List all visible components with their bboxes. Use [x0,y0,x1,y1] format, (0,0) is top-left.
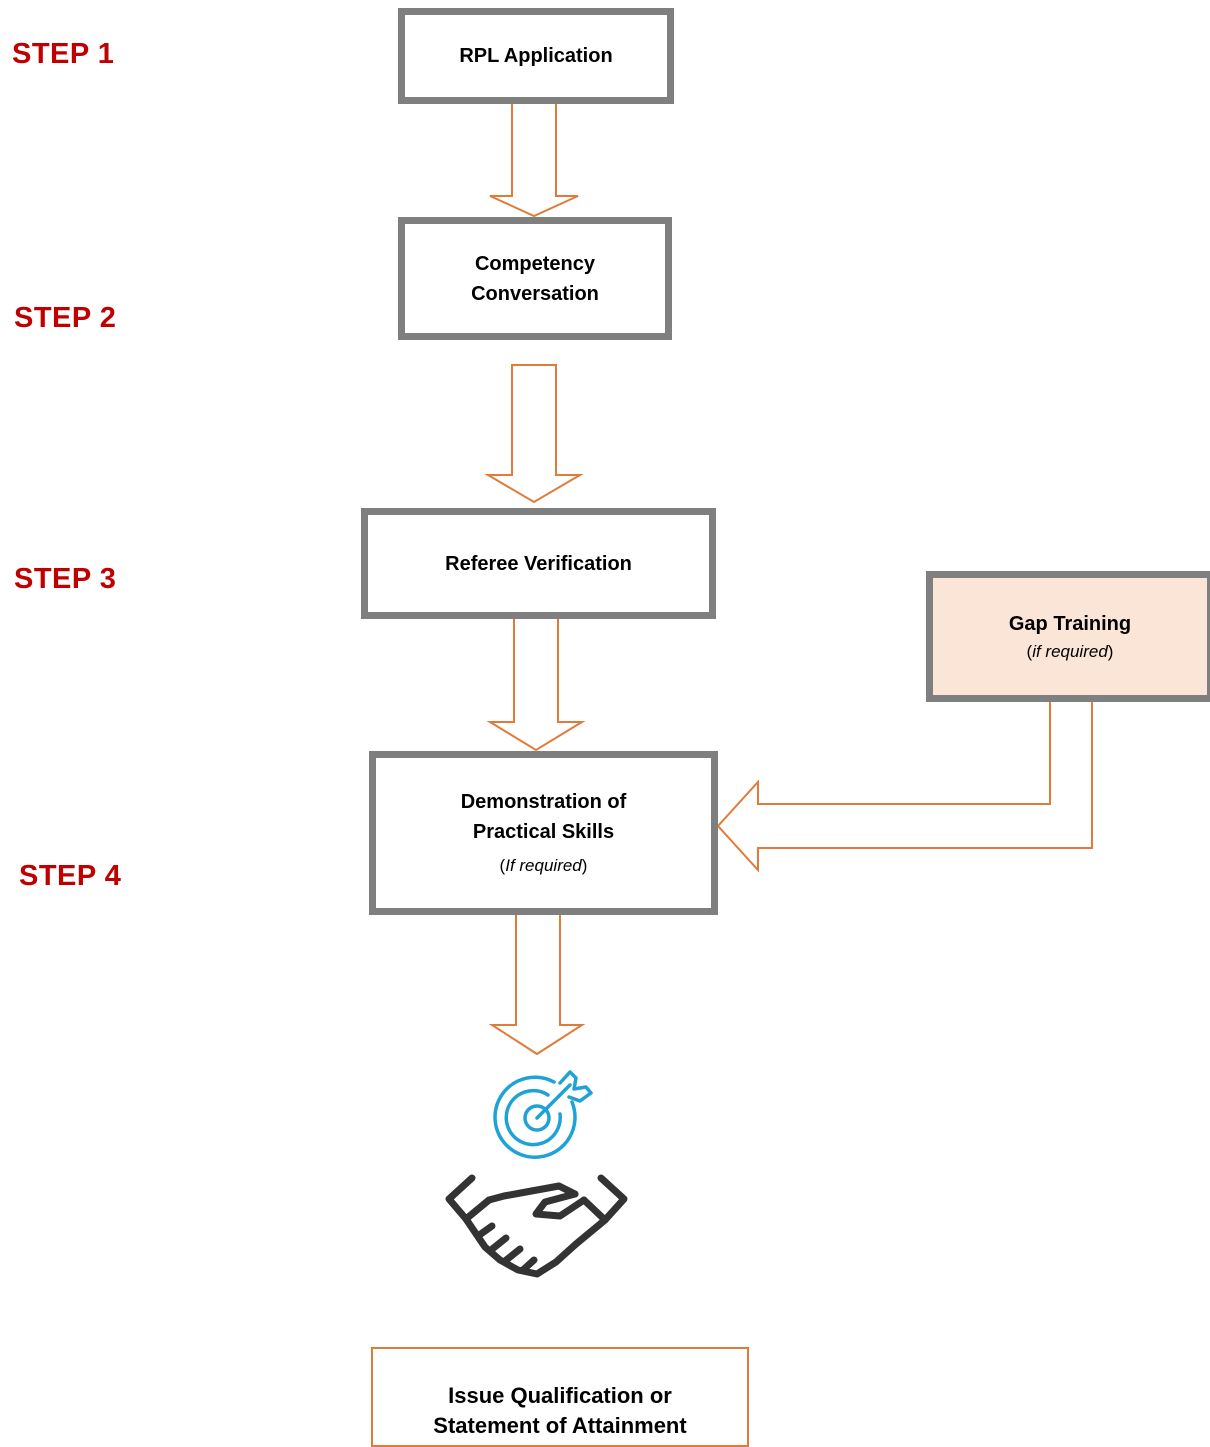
gap-training-note-open: ( [1026,641,1033,661]
target-icon [493,1070,593,1159]
competency-conversation-title-line2: Conversation [471,282,599,305]
step-3-label: STEP 3 [14,563,117,595]
arrow-step1-to-step2 [489,101,579,218]
rpl-application-title: RPL Application [459,45,613,67]
demonstration-note-open: ( [499,856,506,875]
gap-training-note: (if required) [1027,639,1114,665]
step-4-label: STEP 4 [19,860,122,892]
arrow-step2-to-step3 [484,364,584,504]
demonstration-note: (If required) [500,853,588,879]
step-2-label: STEP 2 [14,302,117,334]
gap-training-box: Gap Training (if required) [926,571,1210,702]
demonstration-note-italic: If required [505,856,582,875]
gap-training-note-close: ) [1107,641,1114,661]
rpl-application-box: RPL Application [398,8,674,104]
competency-conversation-title-line1: Competency [474,252,596,275]
arrow-gap-training-to-demonstration [716,700,1093,873]
issue-qualification-box: Issue Qualification or Statement of Atta… [371,1347,749,1447]
step-1-label: STEP 1 [12,38,115,70]
competency-conversation-box: Competency Conversation [398,217,672,340]
issue-qualification-title-line1: Issue Qualification or [448,1383,672,1408]
handshake-icon [445,1174,628,1278]
referee-verification-box: Referee Verification [361,508,716,619]
referee-verification-title: Referee Verification [445,552,632,575]
issue-qualification-title-line2: Statement of Attainment [433,1413,687,1438]
arrow-step3-to-step4 [486,617,586,752]
demonstration-title-line1: Demonstration of [460,791,627,813]
demonstration-title-line2: Practical Skills [472,821,615,843]
gap-training-title: Gap Training [1008,612,1132,635]
demonstration-note-close: ) [581,856,588,875]
demonstration-box: Demonstration of Practical Skills (If re… [369,751,718,915]
gap-training-note-italic: if required [1032,641,1108,661]
arrow-step4-to-outcome [488,911,586,1056]
